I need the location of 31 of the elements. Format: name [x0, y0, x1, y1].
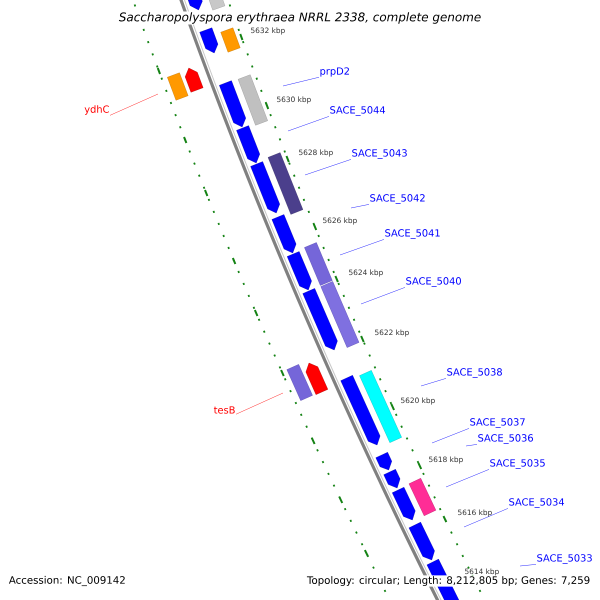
gene-label: SACE_5040 — [406, 277, 461, 287]
leader-line — [464, 508, 508, 528]
leader-line — [360, 287, 406, 304]
leader-line — [282, 77, 320, 86]
gene-label: SACE_5035 — [490, 459, 545, 469]
accession-text: Accession: NC_009142 — [8, 575, 126, 587]
leader-line — [304, 159, 352, 176]
leader-line — [350, 204, 370, 208]
gene-label: ydhC — [84, 105, 109, 115]
gene-label: SACE_5036 — [478, 434, 533, 444]
leader-line — [446, 469, 490, 488]
gene-label: SACE_5038 — [447, 368, 502, 378]
leader-line — [466, 444, 478, 446]
gene-label: SACE_5037 — [470, 418, 525, 428]
gene-label: SACE_5041 — [385, 229, 440, 239]
gene-label: SACE_5044 — [330, 106, 386, 116]
gene-label: SACE_5034 — [509, 498, 564, 508]
leader-line — [236, 392, 284, 414]
gene-label: SACE_5043 — [352, 149, 407, 159]
title: Saccharopolyspora erythraea NRRL 2338, complete genome — [118, 12, 482, 24]
leader-line — [110, 94, 158, 116]
leader-line — [432, 428, 470, 444]
gene-label: SACE_5042 — [370, 194, 425, 204]
leader-line — [520, 564, 536, 566]
leader-line — [288, 116, 330, 132]
gene-label: tesB — [214, 406, 235, 414]
leader-line — [420, 378, 446, 386]
leader-line — [340, 239, 384, 256]
gene-label: SACE_5033 — [537, 554, 592, 564]
gene-label: prpD2 — [320, 67, 349, 77]
genome-info-text: Topology: circular; Length: 8,212,805 bp; Genes: 7,259 — [306, 575, 591, 587]
